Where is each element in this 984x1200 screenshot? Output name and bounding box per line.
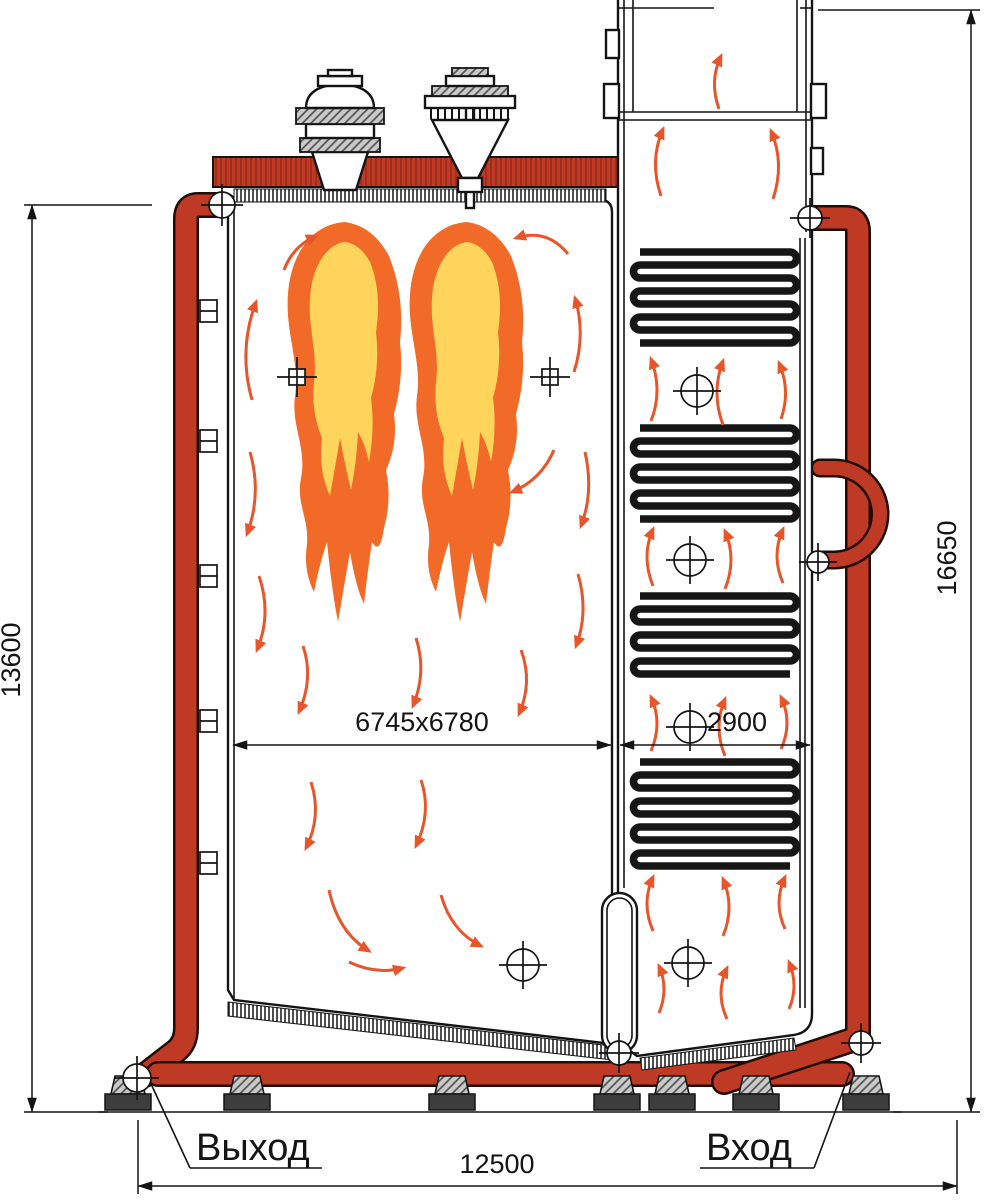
- chimney-right-bracket: [809, 146, 825, 176]
- gas-flow-arrow: [282, 234, 320, 271]
- flame-left: [287, 222, 402, 622]
- gas-flow-arrow: [643, 874, 655, 932]
- chimney-duct: [602, 0, 828, 176]
- centerline-marks: [115, 184, 881, 1100]
- gas-flow-arrow: [721, 875, 733, 937]
- gas-flow-arrow: [715, 695, 727, 757]
- outlet-label: Выход: [196, 1127, 310, 1169]
- dim-overall-width: 12500: [459, 1149, 534, 1179]
- top-header-texture: [213, 157, 622, 187]
- gas-flow-arrow: [439, 894, 484, 948]
- rear-screen-outlet: [600, 891, 639, 1055]
- centerline-mark: [115, 1056, 159, 1100]
- coil-bank-4: [629, 758, 801, 870]
- coil-bank-1: [629, 248, 801, 347]
- gas-flow-arrow: [769, 127, 781, 200]
- burner-assembly-left: [295, 68, 385, 192]
- dim-left-height: 13600: [0, 622, 26, 697]
- gas-flow-arrow: [411, 637, 423, 710]
- gas-flow-arrow: [348, 960, 407, 977]
- burner-axis-mark: [277, 357, 317, 397]
- gas-flow-arrow: [723, 527, 735, 590]
- dimension-annotations: 13600 16650 6745x6780 2900 12500: [0, 9, 980, 1194]
- gas-flow-arrow: [244, 298, 258, 401]
- gas-flow-arrow: [649, 355, 660, 422]
- burner-axis-marks: [277, 357, 570, 397]
- wall-clip: [199, 851, 218, 875]
- gas-flow-arrow: [297, 645, 310, 716]
- centerline-mark: [664, 939, 712, 987]
- gas-flow-arrow: [572, 294, 584, 373]
- centerline-mark: [790, 198, 830, 238]
- chimney-right-tab: [809, 82, 828, 120]
- wall-clip: [199, 709, 218, 733]
- dim-furnace-size: 6745x6780: [355, 707, 489, 737]
- gas-flow-arrow: [777, 359, 789, 420]
- dim-pass-width: 2900: [707, 707, 767, 737]
- port-labels: Выход Вход: [151, 1071, 851, 1169]
- gas-flow-arrow: [775, 874, 787, 930]
- water-pipe-circuit: [132, 156, 890, 1095]
- centerline-mark: [666, 536, 714, 584]
- inlet-leader-line: [813, 1071, 851, 1169]
- gas-flow-arrow: [574, 573, 585, 650]
- centerline-mark: [799, 543, 837, 581]
- gas-flow-arrow: [579, 451, 591, 530]
- gas-flow-arrow: [717, 965, 729, 1020]
- support-foot: [593, 1075, 641, 1111]
- chimney-left-tab: [602, 82, 621, 120]
- gas-flow-arrow: [714, 357, 725, 426]
- gas-flow-arrow: [657, 962, 669, 1014]
- centerline-mark: [201, 184, 243, 226]
- roof-membrane-band: [233, 188, 607, 203]
- centerline-mark: [499, 941, 547, 989]
- dim-right-height: 16650: [932, 520, 962, 595]
- gas-flow-arrow: [517, 649, 529, 718]
- wall-clip: [199, 299, 218, 323]
- wall-clip: [199, 429, 218, 453]
- inlet-label: Вход: [706, 1127, 792, 1169]
- flames: [287, 222, 524, 622]
- gas-flow-arrow: [414, 779, 427, 849]
- burner-assembly-right: [423, 67, 517, 210]
- chimney-left-bracket: [604, 28, 621, 60]
- flame-right: [409, 222, 524, 622]
- gas-flow-arrow: [643, 525, 655, 587]
- support-foot: [223, 1075, 271, 1111]
- gas-flow-arrow: [327, 889, 372, 953]
- gas-flow-arrow: [512, 229, 570, 255]
- support-foot: [732, 1075, 780, 1111]
- support-feet: [104, 1075, 890, 1111]
- centerline-mark: [666, 703, 714, 751]
- gas-flow-arrow: [773, 525, 785, 584]
- wall-clip: [199, 564, 218, 588]
- centerline-mark: [841, 1023, 881, 1063]
- wall-clips: [199, 299, 218, 875]
- support-foot: [648, 1075, 696, 1111]
- pass-floor-band: [639, 1037, 797, 1071]
- gas-flow-arrow: [653, 125, 665, 197]
- burner-axis-mark: [530, 357, 570, 397]
- centerline-mark: [599, 1033, 639, 1073]
- coil-banks: [629, 248, 801, 870]
- gas-flow-arrow: [711, 53, 723, 110]
- centerline-mark: [673, 367, 721, 415]
- outlet-leader-line: [151, 1085, 191, 1169]
- gas-flow-arrow: [508, 449, 556, 494]
- pass-right-wall: [617, 0, 814, 1058]
- gas-flow-arrow: [255, 575, 267, 654]
- support-foot: [428, 1075, 476, 1111]
- coil-bank-3: [629, 592, 801, 678]
- gas-flow-arrow: [245, 451, 257, 538]
- gas-flow-arrow: [787, 958, 799, 1010]
- support-foot: [842, 1075, 890, 1111]
- flow-arrows: [244, 53, 799, 1020]
- gas-flow-arrow: [304, 781, 317, 851]
- coil-bank-2: [629, 424, 801, 523]
